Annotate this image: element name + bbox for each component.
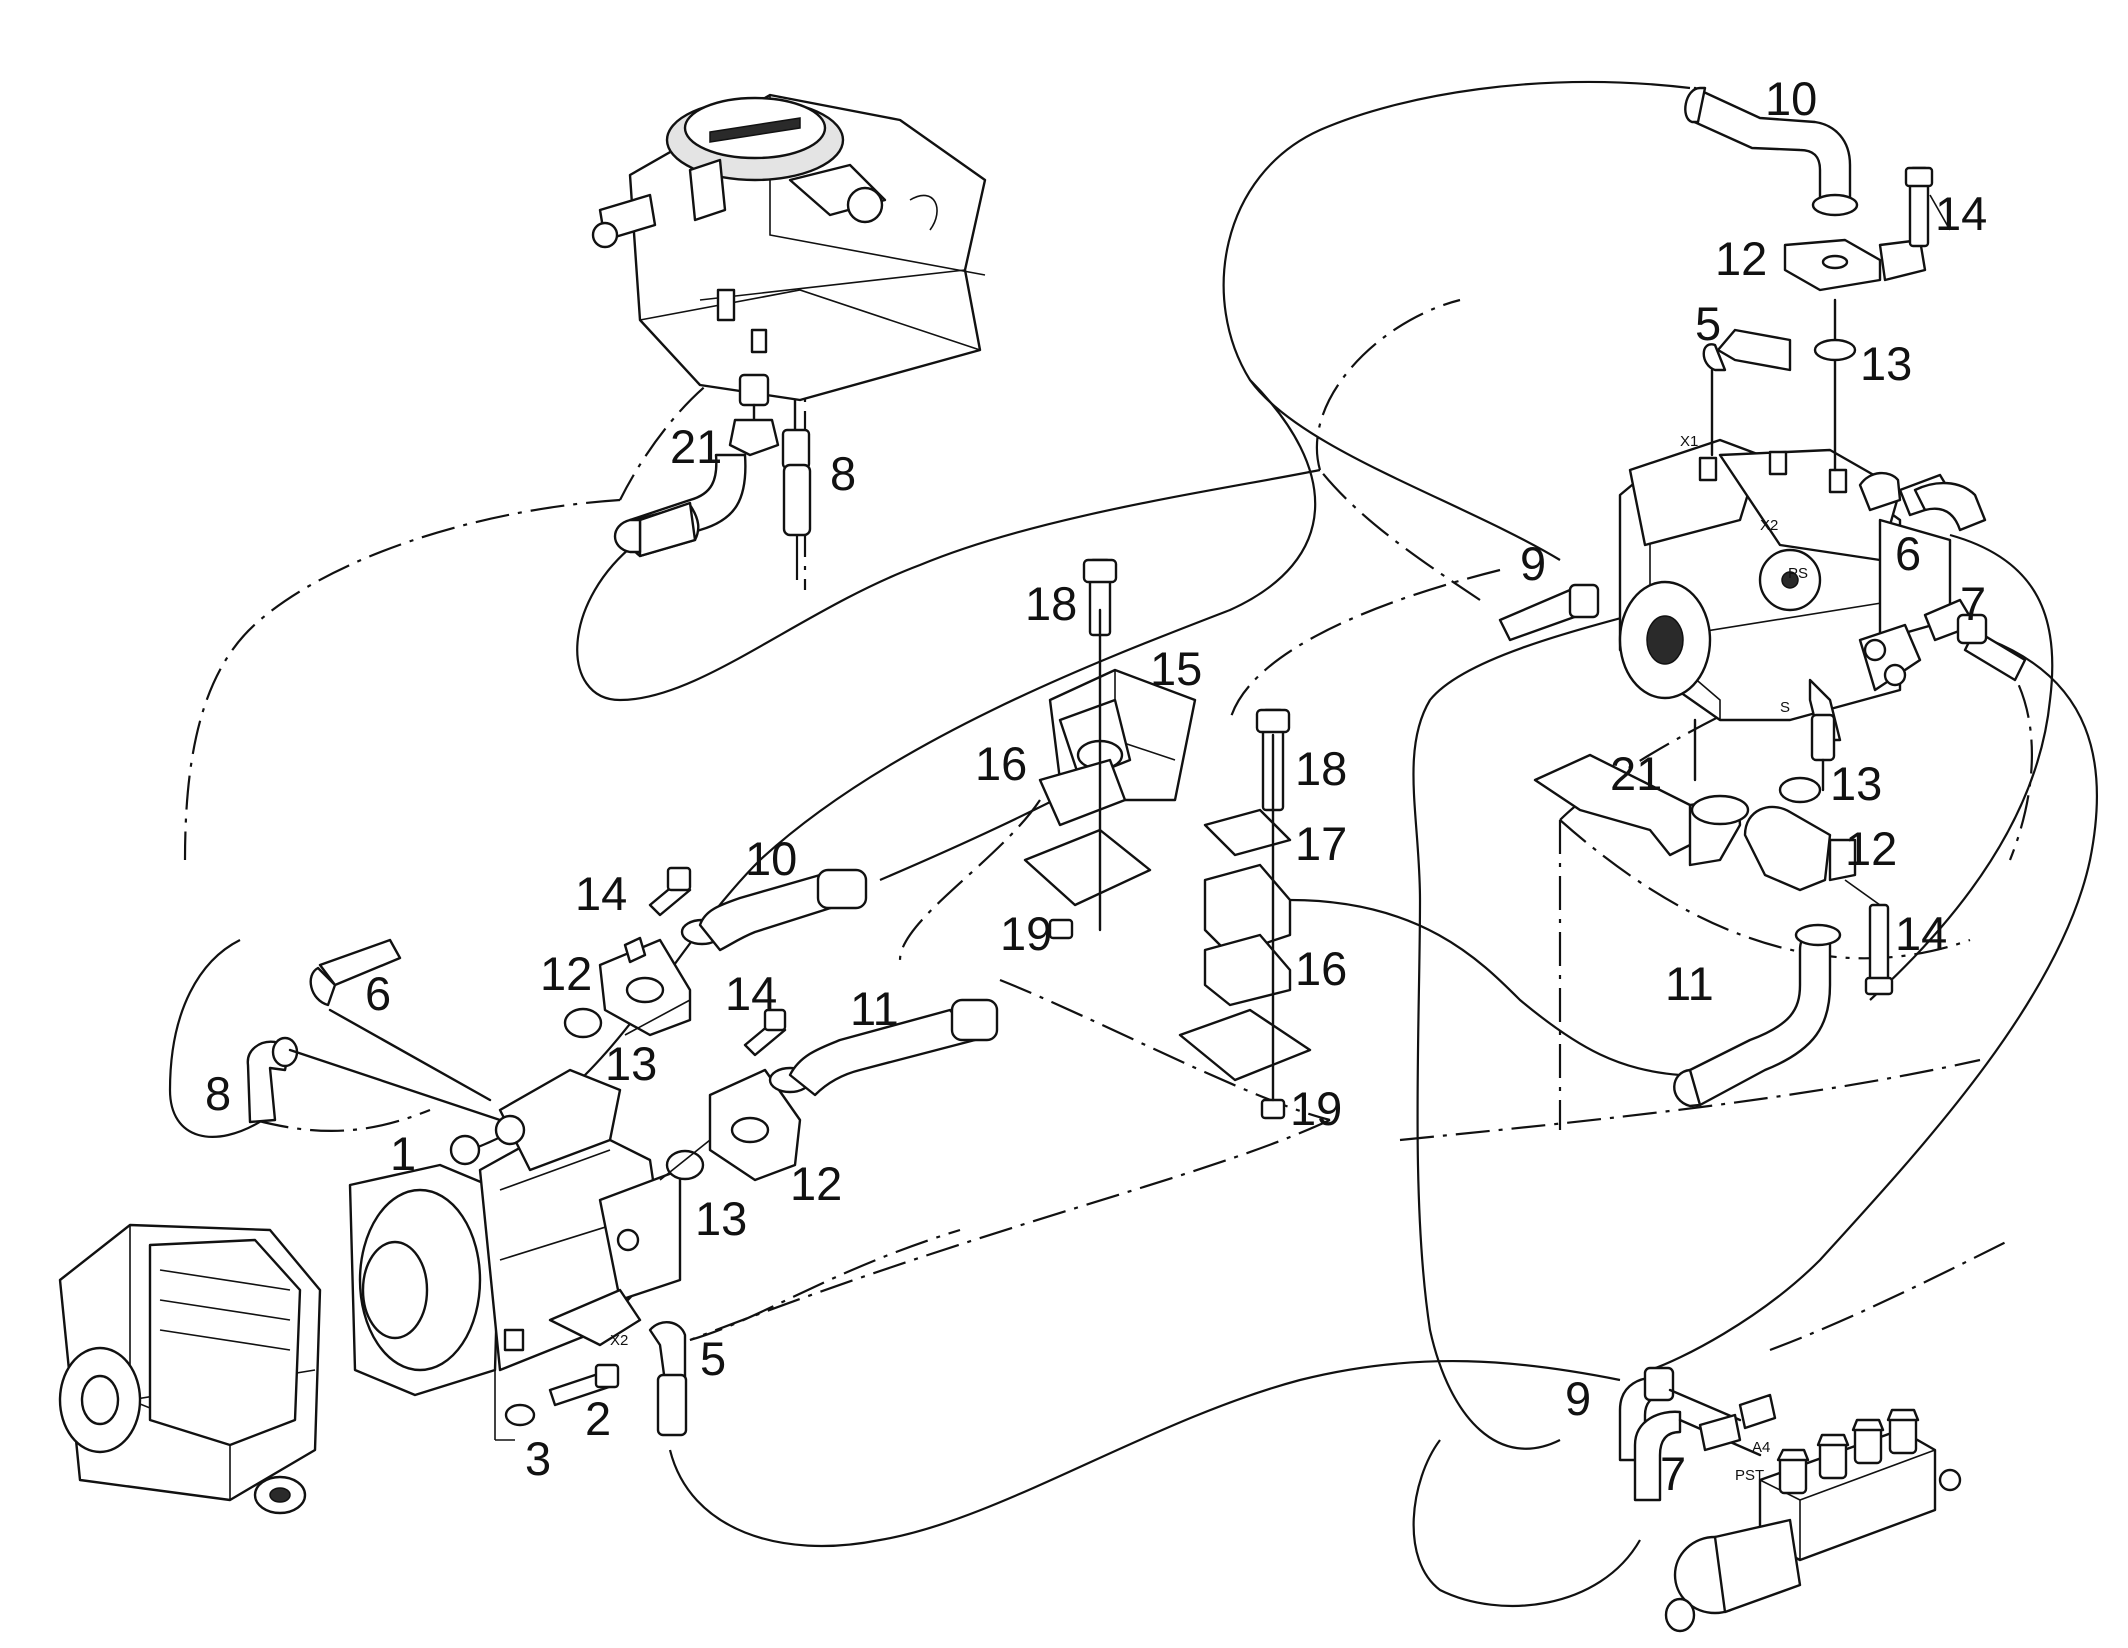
callout-16-right: 16 bbox=[1295, 942, 1347, 995]
callout-11-pump: 11 bbox=[1665, 957, 1714, 1010]
callout-13-pump: 13 bbox=[1830, 757, 1882, 810]
accumulator bbox=[1664, 1518, 1802, 1633]
bottom-right-fittings bbox=[1618, 1366, 1777, 1502]
port-ps: PS bbox=[1788, 565, 1808, 582]
control-valve-unit bbox=[591, 93, 987, 402]
gearbox bbox=[58, 1223, 322, 1515]
callout-12-motor-upper: 12 bbox=[540, 947, 592, 1000]
hydraulic-pump bbox=[1618, 438, 1952, 722]
callout-14-motor-lower: 14 bbox=[725, 967, 777, 1020]
callout-6-motor: 6 bbox=[365, 967, 391, 1020]
callout-12-top: 12 bbox=[1715, 232, 1767, 285]
port-s: S bbox=[1780, 699, 1790, 716]
callout-15: 15 bbox=[1150, 642, 1202, 695]
callout-7-valve: 7 bbox=[1660, 1447, 1686, 1500]
callout-12-pump: 12 bbox=[1845, 822, 1897, 875]
callout-19-left: 19 bbox=[1000, 907, 1052, 960]
callout-21-top: 21 bbox=[670, 420, 722, 473]
callout-9-pump: 9 bbox=[1520, 537, 1546, 590]
hydraulic-motor bbox=[348, 1068, 682, 1441]
callout-13-motor-upper: 13 bbox=[605, 1037, 657, 1090]
port-a4: A4 bbox=[1752, 1439, 1770, 1456]
callout-13-motor-lower: 13 bbox=[695, 1192, 747, 1245]
callout-14-motor-upper: 14 bbox=[575, 867, 627, 920]
port-x2-motor: X2 bbox=[610, 1332, 628, 1349]
callout-19-right: 19 bbox=[1290, 1082, 1342, 1135]
callout-18-right: 18 bbox=[1295, 742, 1347, 795]
callout-9-valve: 9 bbox=[1565, 1372, 1591, 1425]
motor-fittings bbox=[246, 866, 999, 1437]
port-labels: X1 X2 PS S X2 A4 PST bbox=[610, 433, 1808, 1484]
callout-14-pump: 14 bbox=[1895, 907, 1947, 960]
port-x1: X1 bbox=[1680, 433, 1698, 450]
callout-5-motor: 5 bbox=[700, 1332, 726, 1385]
callout-3: 3 bbox=[525, 1432, 551, 1485]
callout-8-motor: 8 bbox=[205, 1067, 231, 1120]
callout-11-motor: 11 bbox=[850, 982, 899, 1035]
callout-16-left: 16 bbox=[975, 737, 1027, 790]
callout-1: 1 bbox=[390, 1127, 416, 1180]
callout-13-top: 13 bbox=[1860, 337, 1912, 390]
valve-block bbox=[1758, 1408, 1962, 1562]
pipe-clamp-assembly bbox=[1023, 558, 1312, 1120]
callout-17: 17 bbox=[1295, 817, 1347, 870]
callout-14-top: 14 bbox=[1935, 187, 1987, 240]
hose-routing-lines bbox=[168, 80, 2099, 1607]
callout-10-top: 10 bbox=[1765, 72, 1817, 125]
callout-8-top: 8 bbox=[830, 447, 856, 500]
callout-18-left: 18 bbox=[1025, 577, 1077, 630]
callout-5-pump: 5 bbox=[1695, 297, 1721, 350]
callout-10-motor: 10 bbox=[745, 832, 797, 885]
callout-numbers: 1 2 3 5 5 6 6 7 7 8 8 9 9 10 10 11 11 12… bbox=[205, 72, 1987, 1500]
top-right-pipe-10 bbox=[1498, 86, 2027, 1108]
port-pst: PST bbox=[1735, 1467, 1764, 1484]
port-x2-pump: X2 bbox=[1760, 517, 1778, 534]
callout-7-pump: 7 bbox=[1960, 577, 1986, 630]
callout-6-pump: 6 bbox=[1895, 527, 1921, 580]
callout-12-motor-lower: 12 bbox=[790, 1157, 842, 1210]
callout-2: 2 bbox=[585, 1392, 611, 1445]
top-fittings bbox=[613, 373, 812, 580]
callout-21-pump: 21 bbox=[1610, 747, 1662, 800]
